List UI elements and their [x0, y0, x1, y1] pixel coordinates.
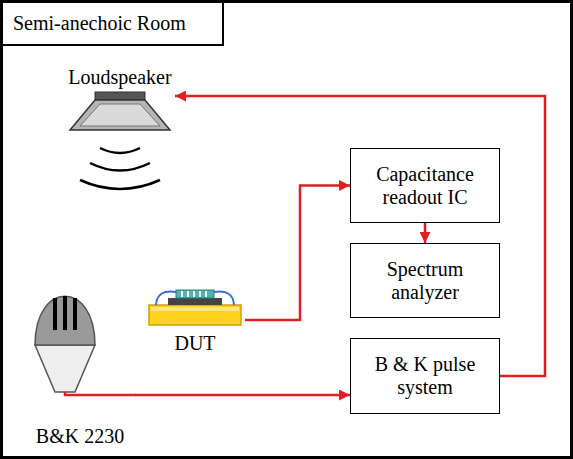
signal-arrow: [135, 394, 350, 397]
dut-highlight: [151, 307, 239, 311]
speaker-cone: [70, 100, 170, 130]
process-box: Capacitance readout IC: [350, 148, 500, 223]
microphone-slot: [53, 298, 57, 330]
microphone-head: [35, 296, 95, 345]
signal-arrow: [245, 186, 350, 321]
process-box: Spectrum analyzer: [350, 243, 500, 318]
dut-sensor: [176, 290, 214, 298]
signal-arrow: [424, 223, 427, 243]
microphone-slot: [63, 296, 67, 330]
dut-substrate: [149, 305, 241, 325]
dut-icon: [149, 290, 241, 325]
sound-wave: [100, 148, 140, 153]
box-label: Spectrum analyzer: [365, 258, 485, 304]
sound-wave: [90, 163, 150, 171]
icon-label: DUT: [174, 332, 215, 355]
loudspeaker-node: Loudspeaker: [65, 66, 175, 201]
speaker-cone-inner: [80, 104, 160, 126]
dut-finger: [205, 291, 207, 297]
bond-wire: [156, 292, 176, 305]
sound-wave: [80, 180, 160, 189]
room-title-tab: Semi-anechoic Room: [3, 3, 224, 46]
loudspeaker-icon: [70, 92, 170, 189]
microphone-cable: [65, 392, 136, 395]
dut-chip-base: [168, 298, 222, 305]
microphone-node: B&K 2230: [25, 280, 135, 448]
signal-arrow: [175, 96, 545, 376]
bond-wire: [214, 292, 234, 305]
icon-label: B&K 2230: [36, 425, 124, 448]
box-label: B & K pulse system: [365, 353, 485, 399]
speaker-magnet: [95, 92, 145, 100]
icon-label: Loudspeaker: [68, 66, 171, 89]
microphone-slot: [73, 298, 77, 330]
device-node: DUT: [145, 285, 245, 355]
dut-finger: [187, 291, 189, 297]
dut-finger: [181, 291, 183, 297]
process-box: B & K pulse system: [350, 338, 500, 414]
dut-finger: [199, 291, 201, 297]
box-label: Capacitance readout IC: [365, 163, 485, 209]
room-title: Semi-anechoic Room: [13, 12, 186, 35]
microphone-icon: [35, 296, 136, 395]
dut-finger: [193, 291, 195, 297]
microphone-body: [35, 345, 95, 392]
